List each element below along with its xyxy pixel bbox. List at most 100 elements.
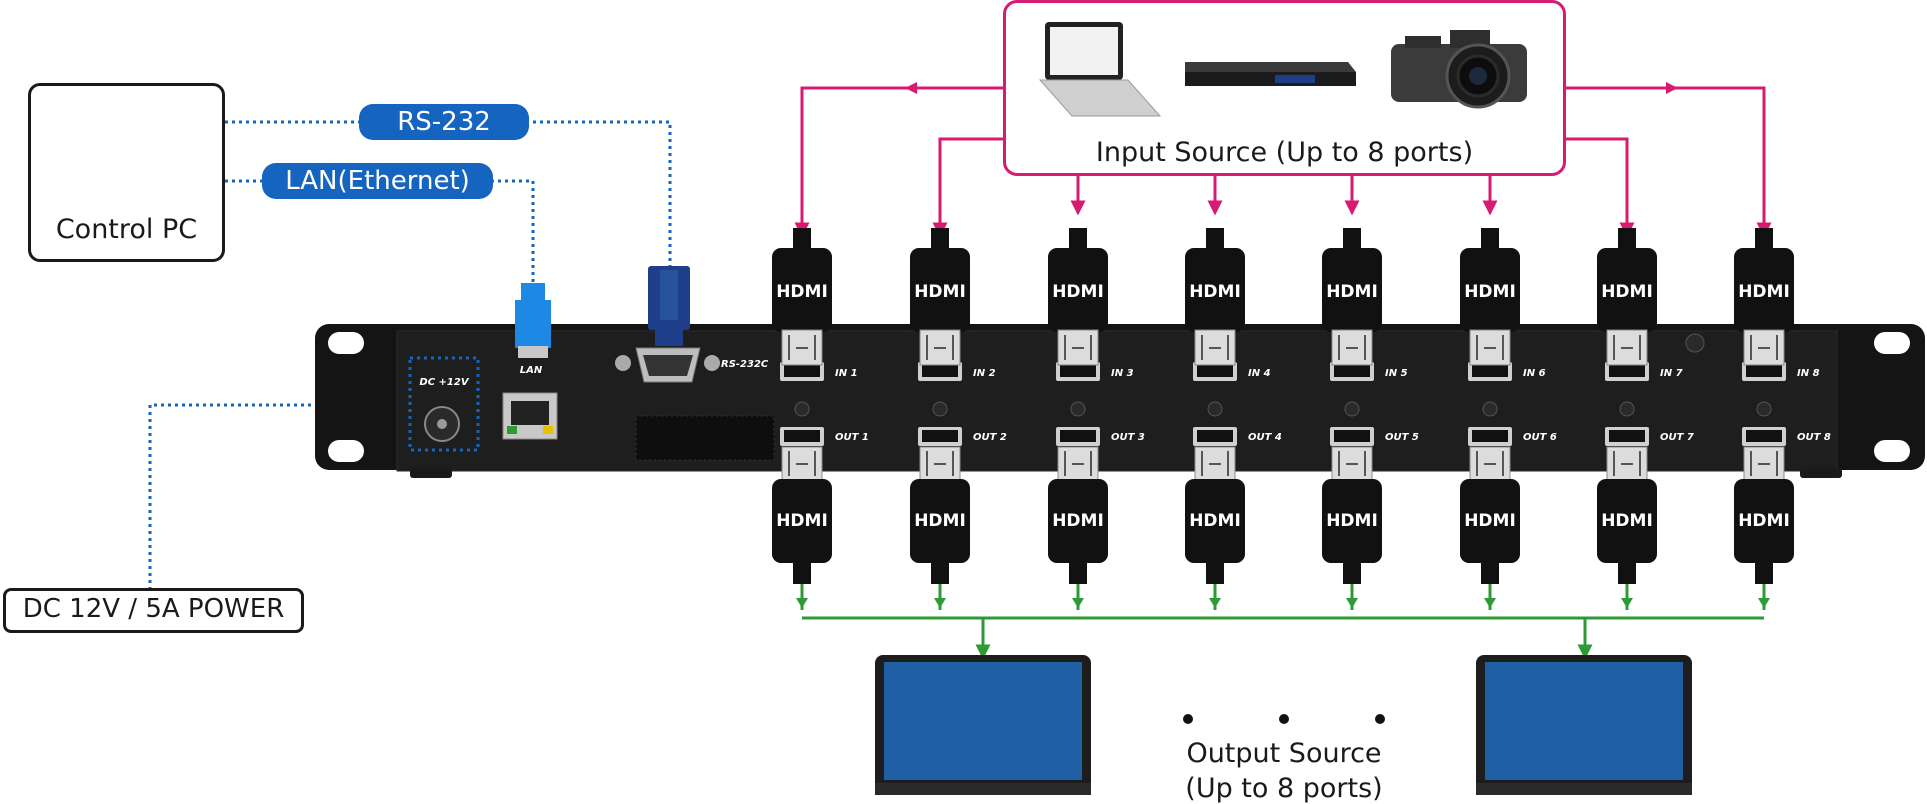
rs232-cable-connector [648, 266, 690, 346]
dc-jack-highlight [408, 356, 480, 452]
hdmi-connector-label: HDMI [914, 511, 966, 531]
output-arrowhead [1072, 598, 1084, 608]
hdmi-connector-label: HDMI [1601, 511, 1653, 531]
hdmi-connector-label: HDMI [914, 282, 966, 302]
rs232-pill: RS-232 [359, 104, 529, 140]
hdmi-connector-label: HDMI [1052, 511, 1104, 531]
hdmi-connector-label: HDMI [1326, 282, 1378, 302]
in-port-label: IN 3 [1111, 368, 1134, 379]
dc-label: DC +12V [419, 377, 469, 388]
hdmi-in-port: IN 8 [1742, 362, 1820, 381]
matrix-switch-chassis [315, 324, 1925, 478]
hdmi-input-connector: HDMI [772, 228, 832, 366]
in-port-label: IN 2 [973, 368, 996, 379]
hdmi-out-port: OUT 3 [1056, 427, 1145, 446]
out-port-label: OUT 8 [1797, 432, 1831, 443]
hdmi-connector-label: HDMI [1738, 282, 1790, 302]
hdmi-connector-label: HDMI [1601, 282, 1653, 302]
output-arrowhead [1621, 598, 1633, 608]
hdmi-input-connector: HDMI [1597, 228, 1657, 366]
blu-ray-player-icon [1185, 62, 1356, 86]
lan-ethernet-pill: LAN(Ethernet) [262, 163, 493, 199]
camera-icon [1391, 30, 1527, 109]
hdmi-connector-label: HDMI [776, 282, 828, 302]
hdmi-ports-layer: IN 1 OUT 1 IN 2 OUT 2 IN 3 OUT 3 IN 4 OUT 4 IN 5… [780, 362, 1831, 446]
hdmi-output-connector: HDMI [1734, 446, 1794, 584]
hdmi-output-connector: HDMI [1048, 446, 1108, 584]
hdmi-input-connector: HDMI [1185, 228, 1245, 366]
output-arrowhead [1758, 598, 1770, 608]
out-port-label: OUT 4 [1248, 432, 1282, 443]
output-arrowhead [1209, 598, 1221, 608]
out-port-label: OUT 7 [1660, 432, 1694, 443]
control-pc-box [28, 83, 225, 262]
lan-label: LAN [520, 365, 543, 376]
hdmi-input-connector: HDMI [910, 228, 970, 366]
hdmi-output-connector: HDMI [772, 446, 832, 584]
hdmi-in-port: IN 5 [1330, 362, 1408, 381]
input-arrowheads [905, 82, 1678, 94]
rack-ear-hole [1874, 332, 1910, 354]
monitor-icon [1476, 655, 1692, 795]
output-arrowhead [1346, 598, 1358, 608]
hdmi-connector-label: HDMI [1189, 282, 1241, 302]
hdmi-in-port: IN 3 [1056, 362, 1134, 381]
output-source-label-line1: Output Source [1186, 738, 1382, 769]
in-port-label: IN 5 [1385, 368, 1408, 379]
hdmi-output-connector: HDMI [1322, 446, 1382, 584]
output-arrowheads [796, 598, 1770, 608]
hdmi-in-port: IN 1 [780, 362, 858, 381]
output-arrowhead [934, 598, 946, 608]
hdmi-in-port: IN 6 [1468, 362, 1546, 381]
output-lines [800, 584, 1766, 660]
lan-cable-line [225, 179, 535, 285]
hdmi-connectors-layer: HDMI HDMI HDMI HDMI HDMI HDMI HDMI HDMI HDMI HDMI… [772, 228, 1794, 584]
monitor-icon [875, 655, 1091, 795]
hdmi-output-connector: HDMI [1597, 446, 1657, 584]
hdmi-connector-label: HDMI [1189, 511, 1241, 531]
out-port-label: OUT 1 [835, 432, 869, 443]
hdmi-output-connector: HDMI [1185, 446, 1245, 584]
hdmi-in-port: IN 7 [1605, 362, 1683, 381]
rs232c-port [615, 347, 720, 383]
hdmi-out-port: OUT 1 [780, 427, 869, 446]
output-arrowhead [1484, 598, 1496, 608]
input-source-box [1003, 0, 1566, 176]
out-port-label: OUT 2 [973, 432, 1007, 443]
rs232c-label: RS-232C [721, 359, 769, 370]
in-port-label: IN 4 [1248, 368, 1271, 379]
power-label: DC 12V / 5A POWER [22, 594, 285, 624]
hdmi-out-port: OUT 4 [1193, 427, 1282, 446]
hdmi-out-port: OUT 6 [1468, 427, 1557, 446]
hdmi-connector-label: HDMI [1052, 282, 1104, 302]
hdmi-connector-label: HDMI [1738, 511, 1790, 531]
in-port-label: IN 6 [1523, 368, 1546, 379]
hdmi-out-port: OUT 7 [1605, 427, 1694, 446]
hdmi-connector-label: HDMI [1326, 511, 1378, 531]
hdmi-input-connector: HDMI [1460, 228, 1520, 366]
hdmi-output-connector: HDMI [910, 446, 970, 584]
input-lines [794, 86, 1772, 238]
hdmi-out-port: OUT 8 [1742, 427, 1831, 446]
hdmi-in-port: IN 2 [918, 362, 996, 381]
input-source-label: Input Source (Up to 8 ports) [1095, 137, 1474, 168]
in-port-label: IN 1 [835, 368, 858, 379]
rack-ear-hole [328, 440, 364, 462]
hdmi-connector-label: HDMI [1464, 511, 1516, 531]
hdmi-output-connector: HDMI [1460, 446, 1520, 584]
ellipsis-dots [1183, 714, 1385, 724]
hdmi-out-port: OUT 2 [918, 427, 1007, 446]
in-port-label: IN 7 [1660, 368, 1683, 379]
power-box [3, 588, 304, 633]
hdmi-input-connector: HDMI [1322, 228, 1382, 366]
in-port-label: IN 8 [1797, 368, 1820, 379]
control-pc-label: Control PC [55, 214, 198, 245]
out-port-label: OUT 6 [1523, 432, 1557, 443]
hdmi-input-connector: HDMI [1734, 228, 1794, 366]
rack-ear-hole [328, 332, 364, 354]
out-port-label: OUT 3 [1111, 432, 1145, 443]
hdmi-input-connector: HDMI [1048, 228, 1108, 366]
rack-ear-hole [1874, 440, 1910, 462]
hdmi-in-port: IN 4 [1193, 362, 1271, 381]
